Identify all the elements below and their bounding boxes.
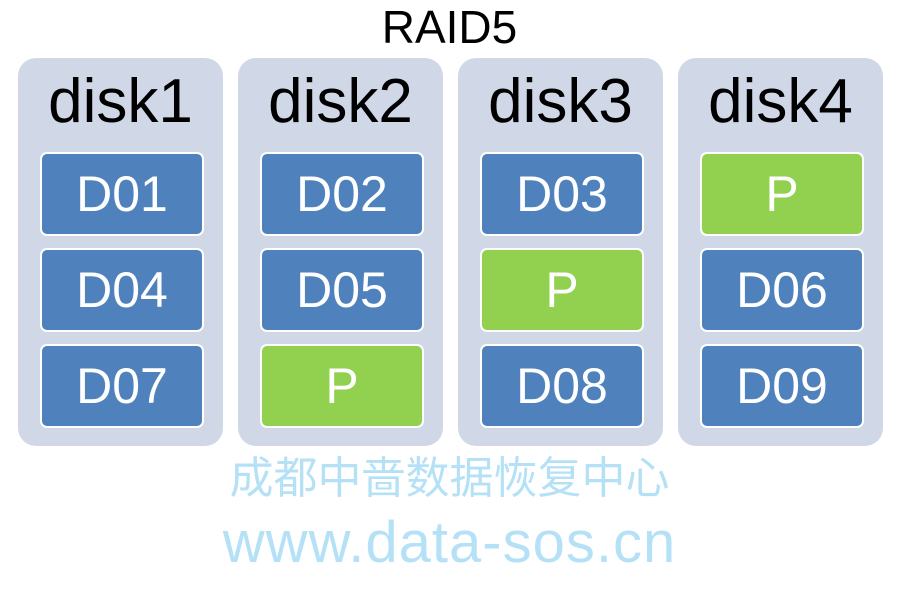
data-block: D08 bbox=[480, 344, 644, 428]
disk-label: disk4 bbox=[708, 67, 853, 136]
data-block: D01 bbox=[40, 152, 204, 236]
diagram-title: RAID5 bbox=[381, 1, 518, 53]
parity-block: P bbox=[260, 344, 424, 428]
parity-block: P bbox=[700, 152, 864, 236]
parity-block: P bbox=[480, 248, 644, 332]
data-block: D06 bbox=[700, 248, 864, 332]
watermark-url: www.data-sos.cn bbox=[222, 510, 677, 575]
data-block: D09 bbox=[700, 344, 864, 428]
data-block: D05 bbox=[260, 248, 424, 332]
data-block: D03 bbox=[480, 152, 644, 236]
disk-label: disk1 bbox=[48, 67, 193, 136]
data-block: D04 bbox=[40, 248, 204, 332]
watermark-text: 成都中啬数据恢复中心 bbox=[229, 453, 670, 504]
data-block: D02 bbox=[260, 152, 424, 236]
data-block: D07 bbox=[40, 344, 204, 428]
disk-label: disk3 bbox=[488, 67, 633, 136]
disk-label: disk2 bbox=[268, 67, 413, 136]
